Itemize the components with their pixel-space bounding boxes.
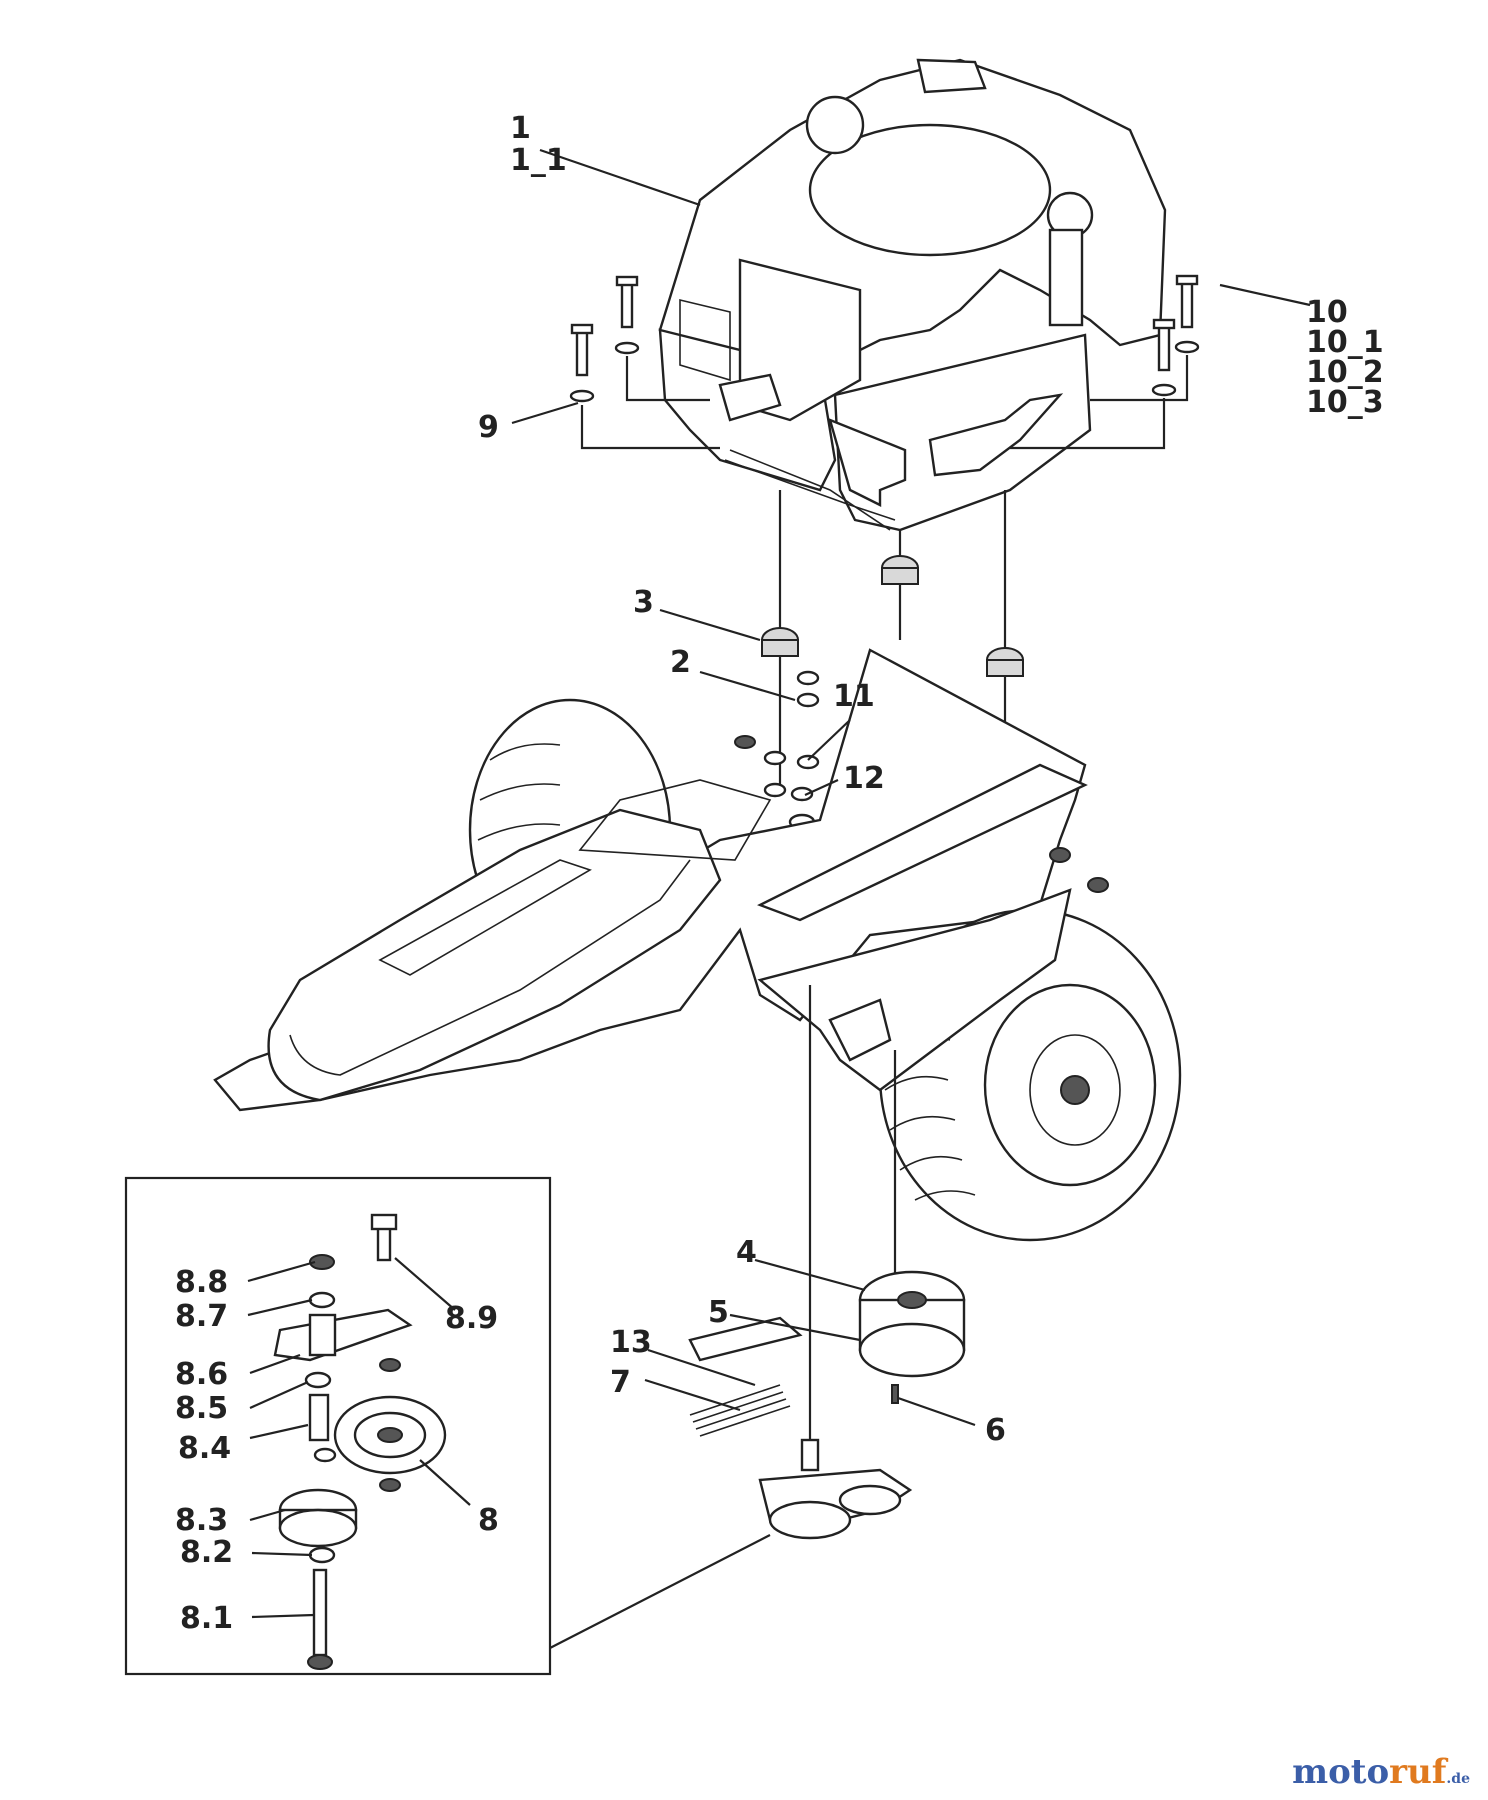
watermark-brand-a: moto [1292, 1752, 1390, 1792]
watermark-brand-b: ruf [1389, 1752, 1447, 1792]
brand-watermark: motoruf.de [1292, 1752, 1470, 1792]
label-2: 2 [670, 645, 691, 680]
label-8-6: 8.6 [175, 1357, 228, 1392]
label-8: 8 [478, 1503, 499, 1538]
label-8-1: 8.1 [180, 1601, 233, 1636]
engine-bolts [569, 274, 1200, 403]
label-8-2: 8.2 [180, 1535, 233, 1570]
label-7: 7 [610, 1365, 631, 1400]
label-1-1: 1_1 [510, 143, 567, 178]
label-10-1: 10_1 [1306, 325, 1384, 360]
label-8-3: 8.3 [175, 1503, 228, 1538]
label-8-9: 8.9 [445, 1301, 498, 1336]
label-6: 6 [985, 1413, 1006, 1448]
label-8-4: 8.4 [178, 1431, 231, 1466]
leader-lines [247, 148, 1311, 1619]
watermark-tld: .de [1446, 1771, 1470, 1787]
label-8-5: 8.5 [175, 1391, 228, 1426]
label-10: 10 [1306, 295, 1348, 330]
label-3: 3 [633, 585, 654, 620]
part-labels: 1 1_1 9 10 10_1 10_2 10_3 3 2 11 12 4 5 … [175, 111, 1384, 1636]
label-5: 5 [708, 1295, 729, 1330]
chassis-assembly [213, 648, 1182, 1242]
label-9: 9 [478, 410, 499, 445]
label-10-3: 10_3 [1306, 385, 1384, 420]
pulley-drive [688, 985, 966, 1540]
label-13: 13 [610, 1325, 652, 1360]
engine-assembly [658, 58, 1167, 532]
pulley-inset [124, 1176, 552, 1676]
label-4: 4 [736, 1235, 757, 1270]
label-12: 12 [843, 761, 885, 796]
label-10-2: 10_2 [1306, 355, 1384, 390]
label-1: 1 [510, 111, 531, 146]
label-8-8: 8.8 [175, 1265, 228, 1300]
label-8-7: 8.7 [175, 1299, 228, 1334]
label-11: 11 [833, 679, 875, 714]
